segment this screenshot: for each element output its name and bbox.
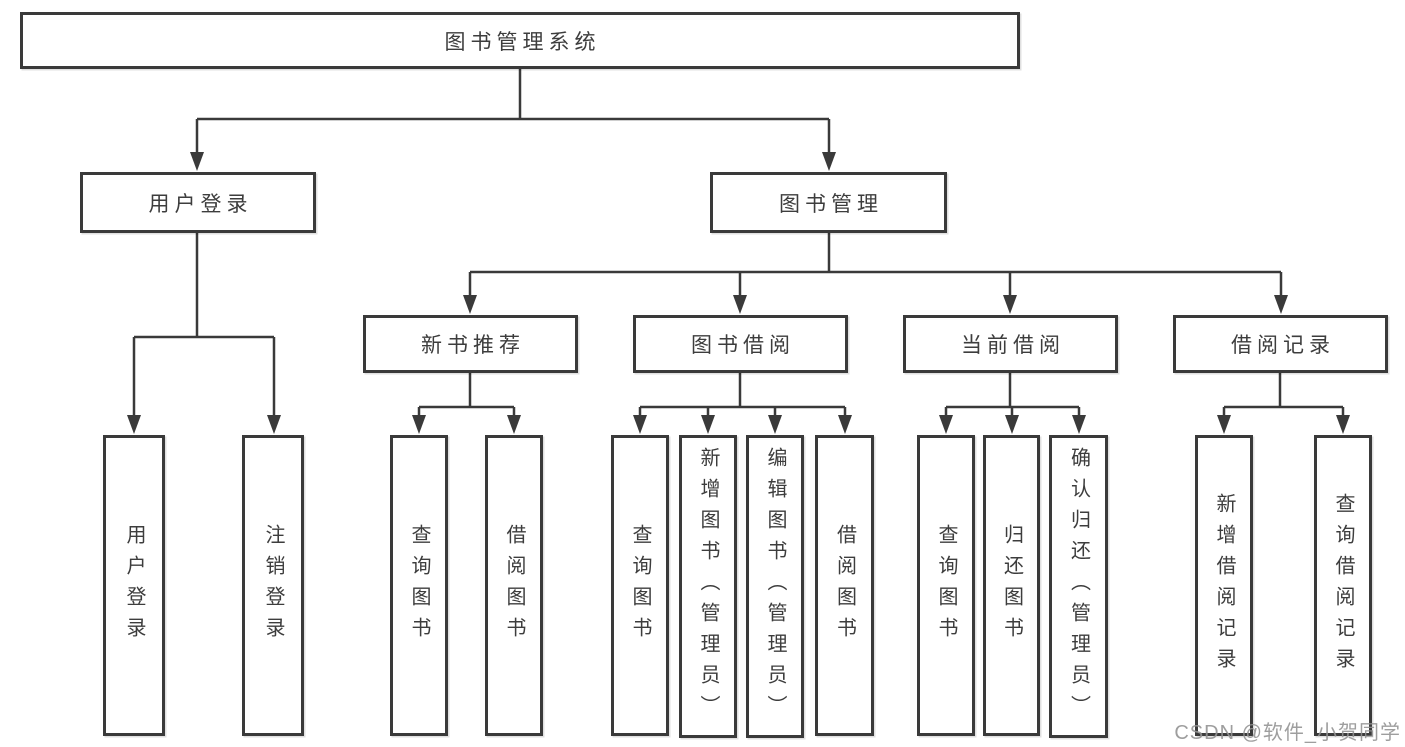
node-leaf-user-login: 用户登录 bbox=[103, 435, 165, 736]
node-root-label: 图书管理系统 bbox=[444, 30, 601, 54]
node-leaf-query-books-2: 查询图书 bbox=[611, 435, 669, 736]
node-leaf-borrow-books-1-label: 借阅图书 bbox=[503, 523, 525, 648]
node-new-book-recommend-label: 新书推荐 bbox=[421, 334, 525, 357]
node-leaf-logout-label: 注销登录 bbox=[262, 523, 284, 648]
node-leaf-borrow-books-2-label: 借阅图书 bbox=[833, 523, 856, 648]
node-root: 图书管理系统 bbox=[20, 12, 1020, 69]
node-leaf-add-books-admin: 新增图书（管理员） bbox=[679, 435, 737, 738]
node-new-book-recommend: 新书推荐 bbox=[363, 315, 578, 373]
node-leaf-query-borrow-record: 查询借阅记录 bbox=[1314, 435, 1372, 736]
node-leaf-add-books-admin-label: 新增图书（管理员） bbox=[697, 447, 719, 726]
node-borrow-records-label: 借阅记录 bbox=[1231, 334, 1335, 357]
node-leaf-query-books-3-label: 查询图书 bbox=[935, 523, 957, 648]
node-book-borrow-label: 图书借阅 bbox=[691, 334, 795, 357]
node-leaf-borrow-books-2: 借阅图书 bbox=[815, 435, 874, 736]
node-leaf-return-books-label: 归还图书 bbox=[1000, 523, 1023, 648]
node-leaf-edit-books-admin-label: 编辑图书（管理员） bbox=[764, 447, 786, 726]
node-leaf-confirm-return-admin: 确认归还（管理员） bbox=[1049, 435, 1108, 738]
node-leaf-query-borrow-record-label: 查询借阅记录 bbox=[1332, 492, 1354, 679]
node-leaf-user-login-label: 用户登录 bbox=[123, 523, 145, 648]
node-leaf-borrow-books-1: 借阅图书 bbox=[485, 435, 543, 736]
node-leaf-confirm-return-admin-label: 确认归还（管理员） bbox=[1067, 447, 1090, 726]
node-leaf-return-books: 归还图书 bbox=[983, 435, 1040, 736]
node-leaf-edit-books-admin: 编辑图书（管理员） bbox=[746, 435, 804, 738]
watermark: CSDN @软件_小贺同学 bbox=[1174, 722, 1401, 744]
node-leaf-add-borrow-record-label: 新增借阅记录 bbox=[1213, 492, 1235, 679]
node-book-borrow: 图书借阅 bbox=[633, 315, 848, 373]
node-leaf-query-books-2-label: 查询图书 bbox=[629, 523, 651, 648]
node-leaf-query-books-3: 查询图书 bbox=[917, 435, 975, 736]
node-leaf-query-books-1: 查询图书 bbox=[390, 435, 448, 736]
node-borrow-records: 借阅记录 bbox=[1173, 315, 1388, 373]
node-current-borrow-label: 当前借阅 bbox=[961, 334, 1065, 357]
node-leaf-logout: 注销登录 bbox=[242, 435, 304, 736]
node-book-management: 图书管理 bbox=[710, 172, 947, 233]
node-user-login-label: 用户登录 bbox=[148, 192, 253, 216]
node-leaf-query-books-1-label: 查询图书 bbox=[408, 523, 430, 648]
node-user-login: 用户登录 bbox=[80, 172, 316, 233]
node-current-borrow: 当前借阅 bbox=[903, 315, 1118, 373]
node-leaf-add-borrow-record: 新增借阅记录 bbox=[1195, 435, 1253, 736]
node-book-management-label: 图书管理 bbox=[779, 192, 883, 216]
